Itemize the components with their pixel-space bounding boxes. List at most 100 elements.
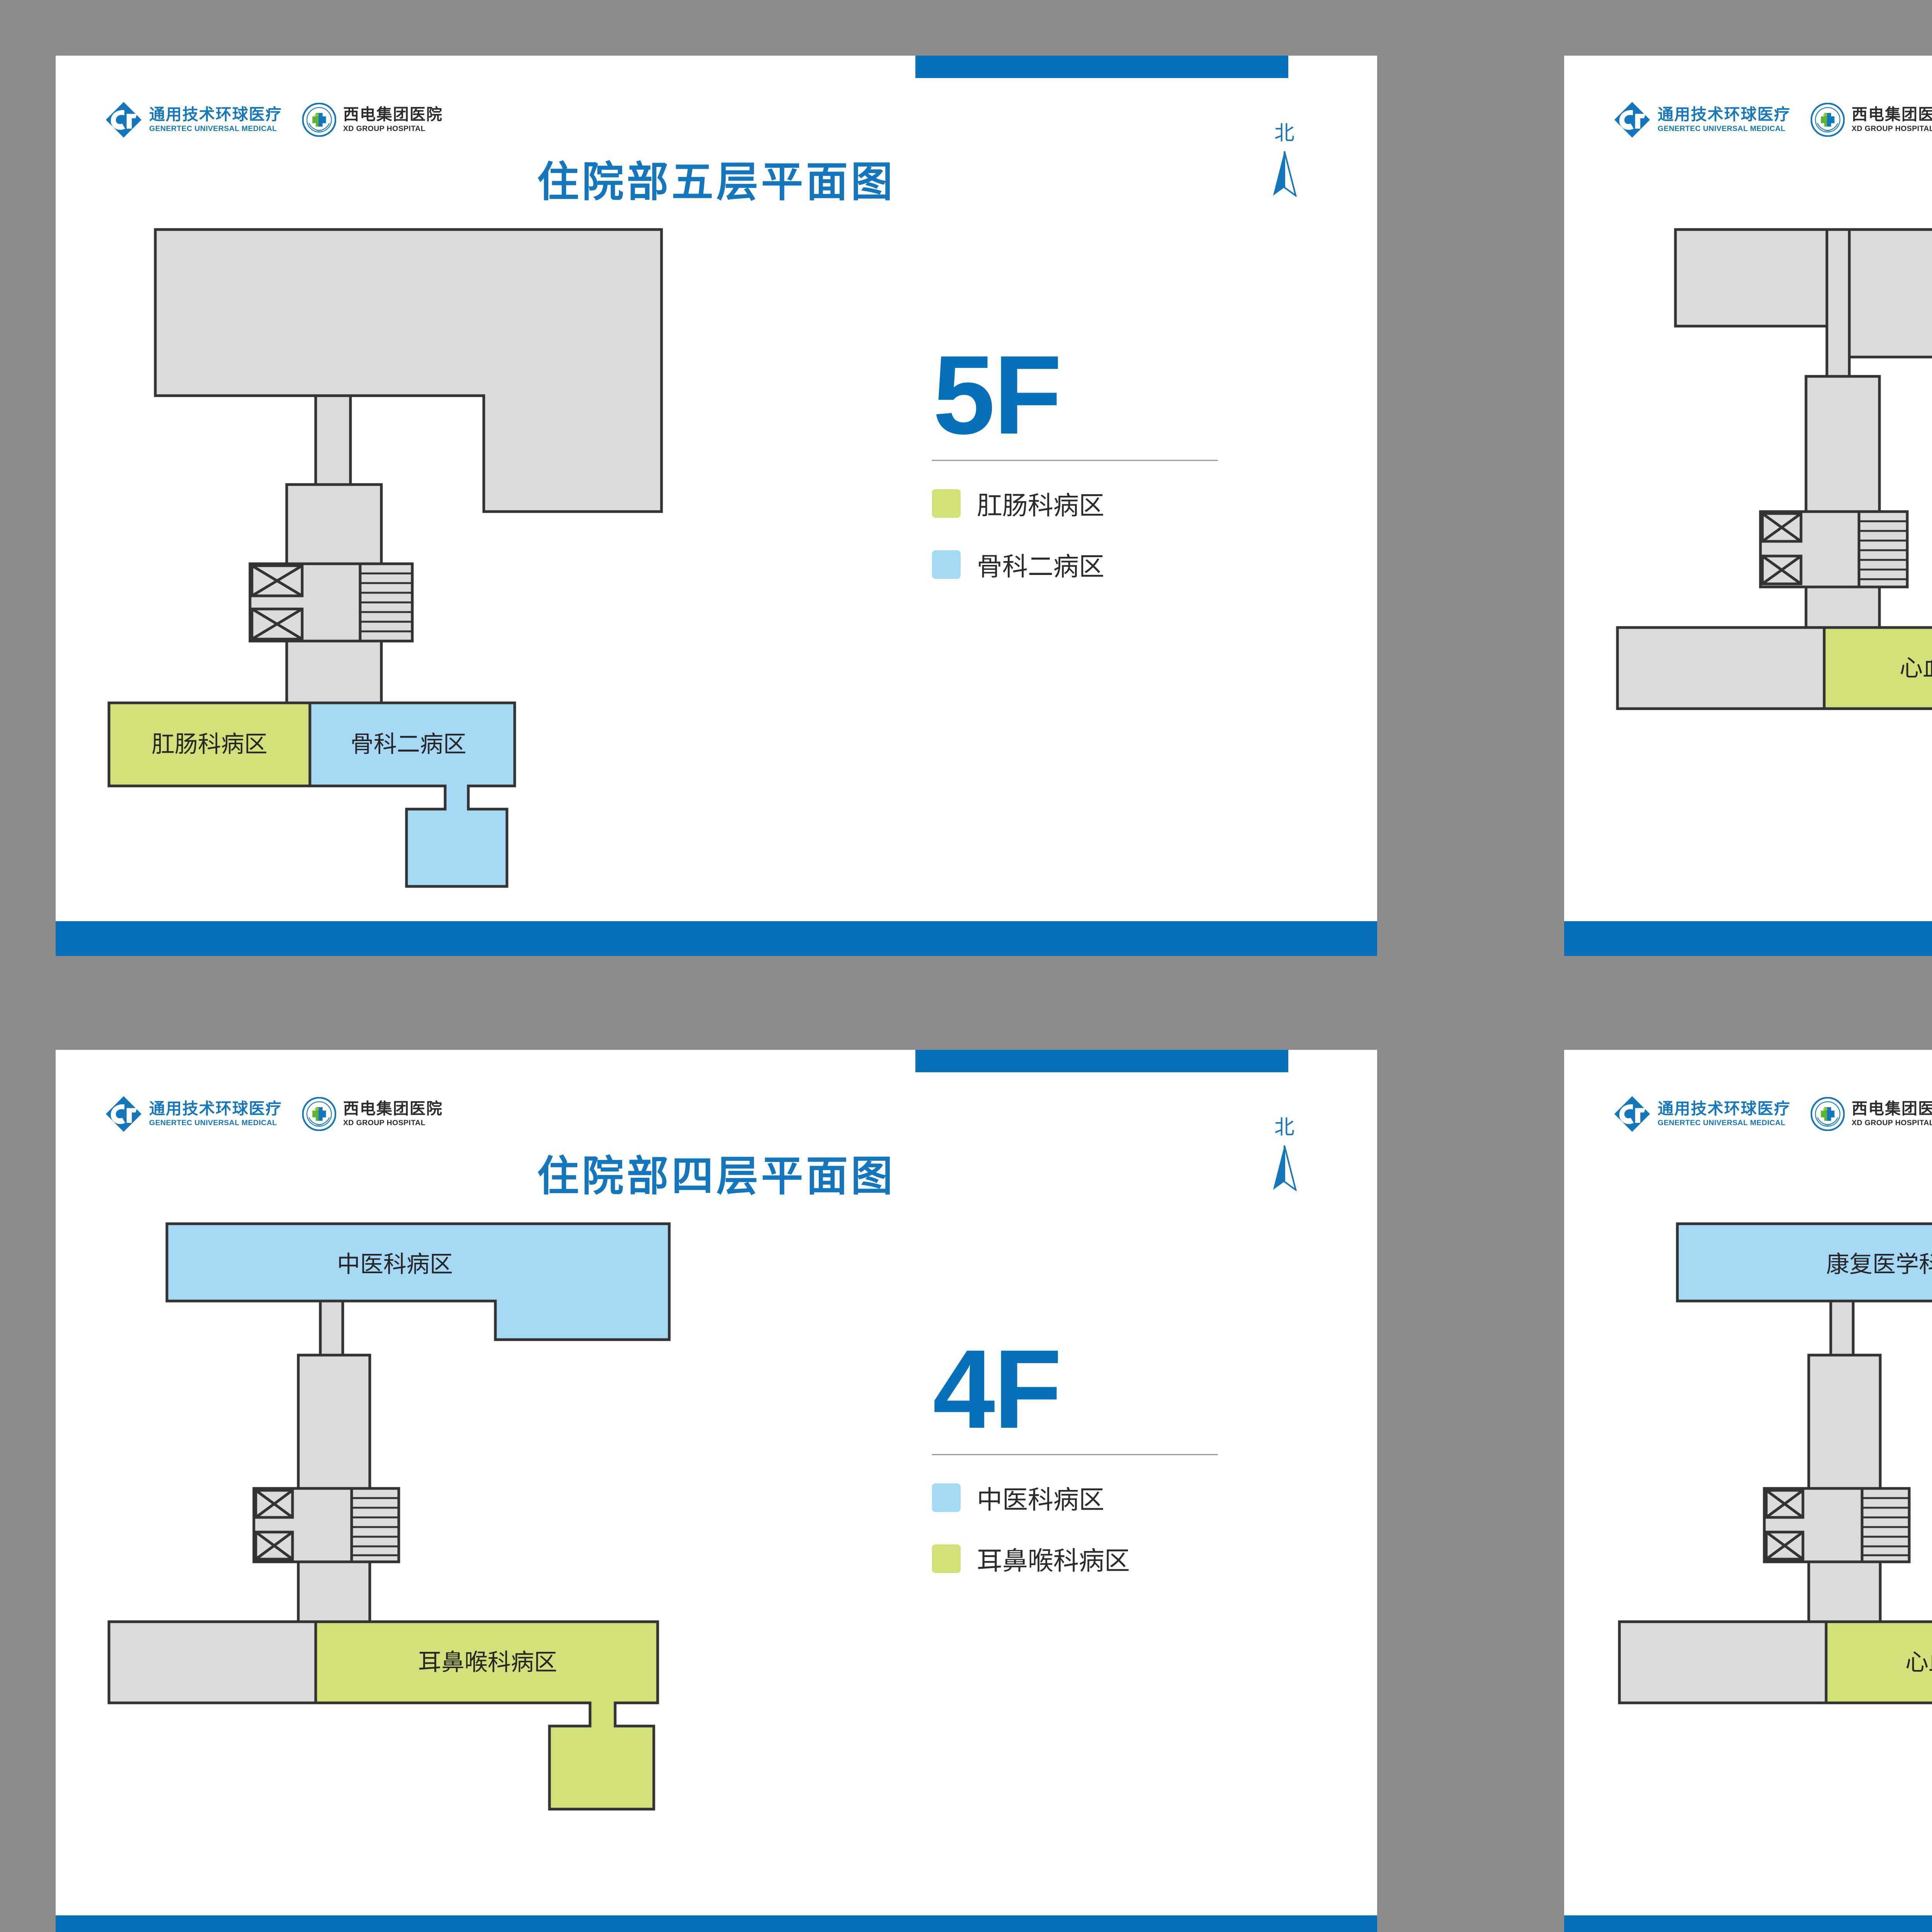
hospital-emblem-icon: 1962: [302, 103, 336, 137]
hospital-en-name: XD GROUP HOSPITAL: [1852, 124, 1932, 133]
floor-plan-5f: 肛肠科病区 骨科二病区: [97, 218, 940, 898]
legend-label-2: 耳鼻喉科病区: [977, 1546, 1130, 1575]
page-title: 住院部二层平面图: [1564, 1143, 1932, 1203]
genertec-en-name: GENERTEC UNIVERSAL MEDICAL: [149, 124, 277, 133]
genertec-cn-name: 通用技术环球医疗: [1658, 105, 1791, 124]
svg-text:1962: 1962: [316, 129, 323, 133]
top-accent-bar: [915, 1050, 1288, 1072]
zone-label-blue: 中医科病区: [337, 1252, 453, 1277]
bottom-accent-bar: [56, 921, 1377, 956]
legend-label-1: 肛肠科病区: [977, 491, 1104, 520]
genertec-en-name: GENERTEC UNIVERSAL MEDICAL: [1658, 1119, 1786, 1128]
zone-label-green: 心血管内科一病区: [1905, 1650, 1932, 1675]
hospital-en-name: XD GROUP HOSPITAL: [343, 124, 426, 133]
hospital-logo: 1962 西电集团医院 XD GROUP HOSPITAL: [302, 103, 443, 137]
genertec-cn-name: 通用技术环球医疗: [149, 1100, 282, 1118]
hospital-emblem-icon: 1962: [1811, 103, 1845, 137]
logo-row: 通用技术环球医疗 GENERTEC UNIVERSAL MEDICAL 1962…: [1614, 1095, 1932, 1133]
floor-plan-svg: 心血管内科二病区: [1616, 228, 1932, 710]
bottom-accent-bar: [1564, 1915, 1932, 1932]
plan-top-block: [154, 228, 663, 513]
hospital-cn-name: 西电集团医院: [1852, 1100, 1932, 1118]
svg-text:1962: 1962: [1824, 129, 1831, 133]
compass: 北: [1257, 123, 1311, 197]
genertec-en-name: GENERTEC UNIVERSAL MEDICAL: [1658, 124, 1786, 133]
page-title: 住院部四层平面图: [537, 1153, 896, 1199]
genertec-cn-name: 通用技术环球医疗: [1658, 1100, 1791, 1118]
stairwell: [350, 1487, 400, 1563]
plan-corridor-narrow: [319, 1299, 344, 1357]
floor-plan-4f: 中医科病区 耳鼻喉科病区: [97, 1212, 940, 1892]
legend-swatch-green: [932, 489, 961, 518]
legend-5f: 5F 肛肠科病区 骨科二病区: [922, 332, 1332, 583]
ward-zone-gray: [1618, 1620, 1828, 1704]
legend-swatch-green: [932, 1544, 961, 1573]
north-arrow-icon: [1273, 1145, 1297, 1191]
genertec-diamond-icon: [105, 1096, 142, 1132]
plan-corridor-narrow: [1829, 1299, 1855, 1357]
ward-zone-gray: [107, 1620, 317, 1704]
floor-panel-4f: 通用技术环球医疗 GENERTEC UNIVERSAL MEDICAL 1962…: [56, 1050, 1377, 1932]
bottom-accent-bar: [1564, 921, 1932, 956]
floor-code: 4F: [933, 1327, 1062, 1452]
legend-swatch-blue: [932, 550, 961, 579]
floor-plan-3f: 心血管内科二病区: [1606, 218, 1932, 898]
ward-zone-gray: [1616, 626, 1826, 710]
logo-row: 通用技术环球医疗 GENERTEC UNIVERSAL MEDICAL 1962…: [105, 101, 443, 138]
north-arrow-icon: [1273, 151, 1297, 197]
floor-code: 5F: [933, 332, 1062, 457]
svg-text:1962: 1962: [1824, 1124, 1831, 1127]
legend-item-1: 中医科病区: [932, 1479, 1332, 1516]
genertec-diamond-icon: [105, 102, 142, 138]
hospital-cn-name: 西电集团医院: [1852, 105, 1932, 124]
ward-zone-green: [1823, 626, 1932, 710]
floor-plan-svg: 肛肠科病区 骨科二病区: [107, 228, 663, 888]
hospital-en-name: XD GROUP HOSPITAL: [1852, 1119, 1932, 1128]
legend-divider: [932, 459, 1218, 461]
hospital-cn-name: 西电集团医院: [343, 105, 443, 124]
floor-panel-2f: 通用技术环球医疗 GENERTEC UNIVERSAL MEDICAL 1962…: [1564, 1050, 1932, 1932]
ward-zone-blue: [1676, 1222, 1932, 1303]
legend-item-2: 骨科二病区: [932, 546, 1332, 583]
page-title: 住院部五层平面图: [537, 158, 896, 205]
hospital-cn-name: 西电集团医院: [343, 1100, 443, 1118]
ward-zone-blue: [308, 701, 516, 888]
plan-corridor-narrow: [314, 394, 352, 486]
page-title: 住院部三层平面图: [1564, 148, 1932, 209]
zone-label-green: 肛肠科病区: [151, 731, 267, 757]
zone-label-green: 心血管内科二病区: [1900, 655, 1932, 681]
legend-label-2: 骨科二病区: [977, 552, 1104, 581]
floor-panel-5f: 通用技术环球医疗 GENERTEC UNIVERSAL MEDICAL 1962…: [56, 56, 1377, 956]
legend-item-2: 耳鼻喉科病区: [932, 1540, 1332, 1577]
logo-row: 通用技术环球医疗 GENERTEC UNIVERSAL MEDICAL 1962…: [1614, 101, 1932, 138]
legend-swatch-blue: [932, 1483, 961, 1512]
genertec-logo: 通用技术环球医疗 GENERTEC UNIVERSAL MEDICAL: [1614, 1095, 1791, 1133]
ward-zone-green: [314, 1620, 659, 1811]
genertec-logo: 通用技术环球医疗 GENERTEC UNIVERSAL MEDICAL: [105, 101, 282, 138]
floor-plan-2f: 康复医学科病区 心血管内科一病区: [1606, 1212, 1932, 1892]
plan-top-right-block: [1838, 228, 1932, 359]
zone-label-blue: 骨科二病区: [350, 731, 466, 757]
legend-4f: 4F 中医科病区 耳鼻喉科病区: [922, 1327, 1332, 1577]
svg-text:1962: 1962: [316, 1124, 323, 1127]
hospital-logo: 1962 西电集团医院 XD GROUP HOSPITAL: [302, 1097, 443, 1131]
zone-label-green: 耳鼻喉科病区: [418, 1650, 557, 1675]
legend-label-1: 中医科病区: [977, 1485, 1104, 1514]
hospital-logo: 1962 西电集团医院 XD GROUP HOSPITAL: [1811, 1097, 1932, 1131]
hospital-emblem-icon: 1962: [302, 1097, 336, 1131]
hospital-logo: 1962 西电集团医院 XD GROUP HOSPITAL: [1811, 103, 1932, 137]
bottom-accent-bar: [56, 1915, 1377, 1932]
plan-corridor-narrow: [1825, 228, 1851, 378]
hospital-en-name: XD GROUP HOSPITAL: [343, 1119, 426, 1128]
genertec-logo: 通用技术环球医疗 GENERTEC UNIVERSAL MEDICAL: [105, 1095, 282, 1133]
compass-label: 北: [1274, 1116, 1294, 1139]
legend-divider: [932, 1454, 1218, 1455]
top-accent-bar: [915, 56, 1288, 78]
floor-plan-svg: 中医科病区 耳鼻喉科病区: [107, 1222, 671, 1811]
genertec-cn-name: 通用技术环球医疗: [149, 105, 282, 124]
floor-panel-3f: 通用技术环球医疗 GENERTEC UNIVERSAL MEDICAL 1962…: [1564, 56, 1932, 956]
ward-zone-blue: [165, 1222, 671, 1341]
genertec-logo: 通用技术环球医疗 GENERTEC UNIVERSAL MEDICAL: [1614, 101, 1791, 138]
logo-row: 通用技术环球医疗 GENERTEC UNIVERSAL MEDICAL 1962…: [105, 1095, 443, 1133]
